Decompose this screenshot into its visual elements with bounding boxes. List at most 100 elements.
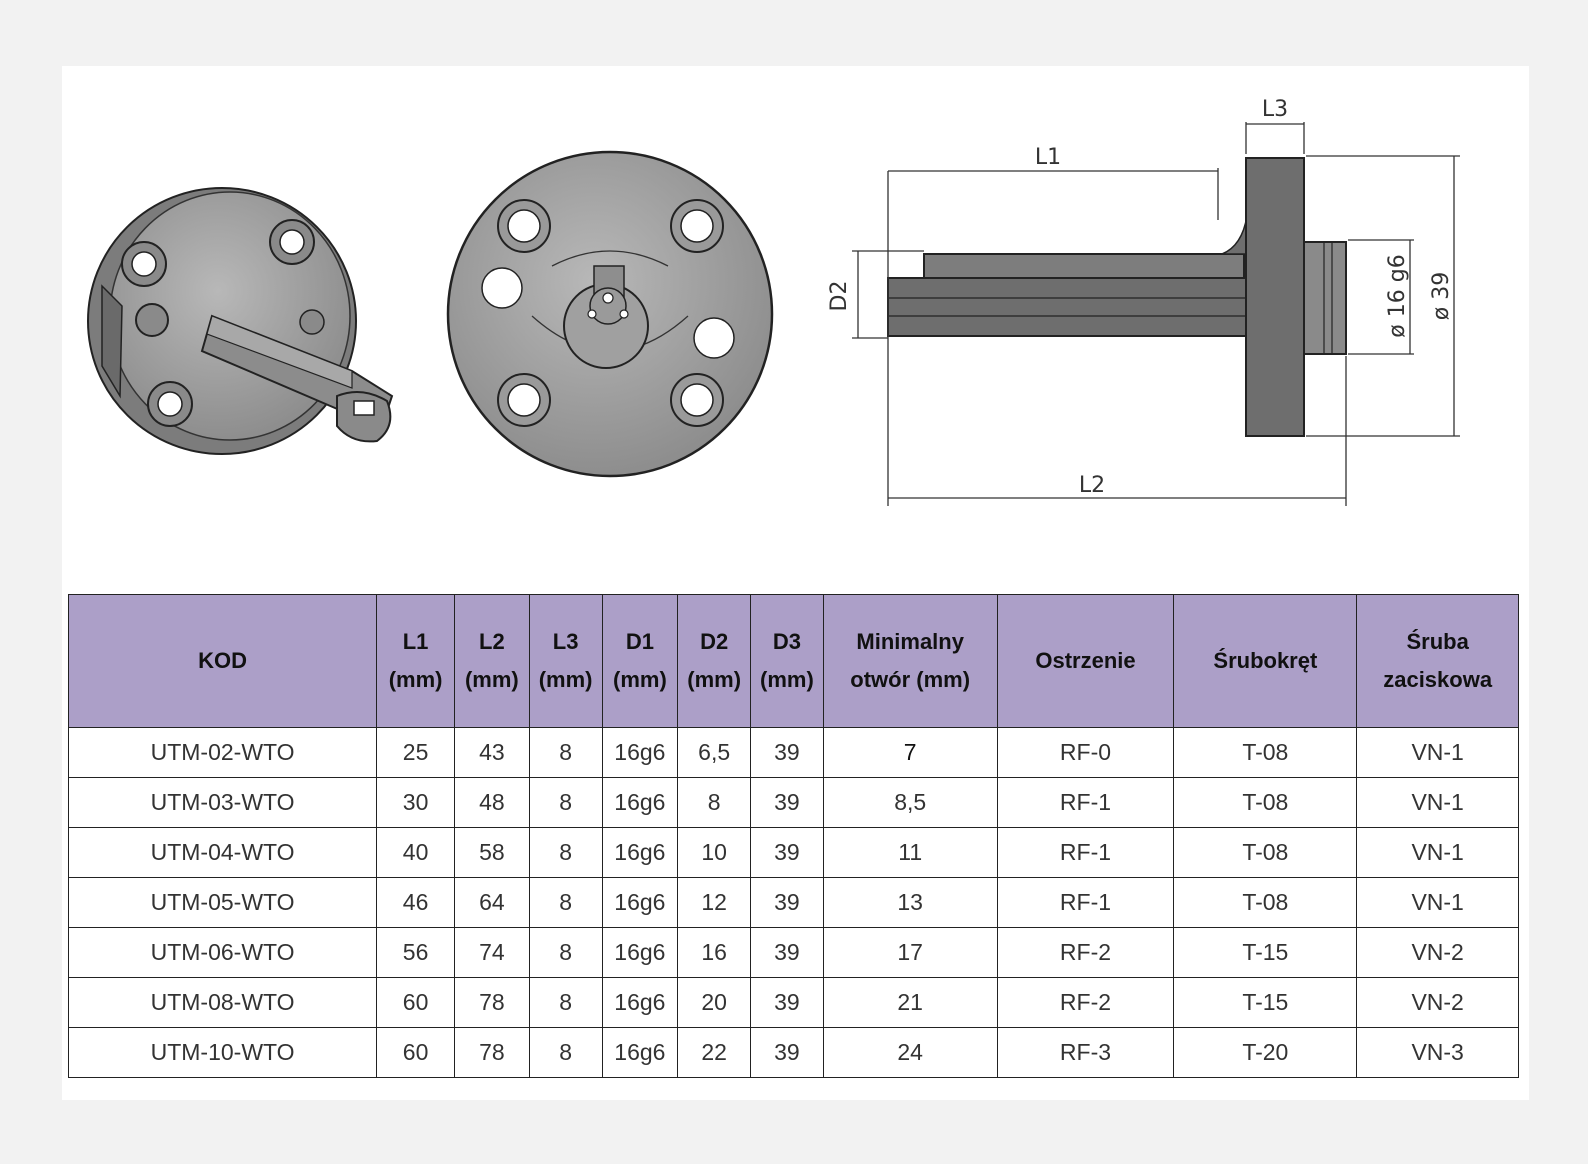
cell-l2: 64: [453, 877, 530, 928]
cell-d3: 39: [750, 727, 824, 778]
cell-d2: 22: [677, 1027, 752, 1078]
cell-ostrzenie: RF-1: [996, 877, 1175, 928]
cell-l1: 25: [376, 727, 455, 778]
front-view: [446, 150, 774, 478]
cell-l3: 8: [528, 827, 603, 878]
isometric-view: [87, 187, 394, 455]
column-header-line: (mm): [388, 667, 443, 692]
column-header-line: D2: [700, 629, 729, 654]
side-view: L1 L2 L3 D2 ø 16 g6 ø 39: [827, 97, 1460, 506]
cell-l2: 43: [453, 727, 530, 778]
cell-l1: 40: [376, 827, 455, 878]
cell-srubokret: T-15: [1173, 927, 1358, 978]
dim-d3-label: ø 39: [1429, 272, 1454, 320]
cell-kod: UTM-05-WTO: [67, 877, 378, 928]
column-header-line: (mm): [687, 667, 742, 692]
cell-l2: 74: [453, 927, 530, 978]
column-header-line: L3: [552, 629, 579, 654]
cell-d2: 6,5: [677, 727, 752, 778]
cell-ostrzenie: RF-2: [996, 977, 1175, 1028]
column-header-line: (mm): [760, 667, 814, 692]
cell-sruba: VN-3: [1356, 1027, 1519, 1078]
dim-l2-label: L2: [1079, 473, 1105, 498]
cell-l3: 8: [528, 777, 603, 828]
cell-l1: 30: [376, 777, 455, 828]
cell-min: 24: [822, 1027, 998, 1078]
column-header-l3: L3 (mm): [528, 594, 603, 728]
cell-min: 13: [822, 877, 998, 928]
cell-kod: UTM-03-WTO: [67, 777, 378, 828]
column-header-l2: L2(mm): [453, 594, 530, 728]
cell-l3: 8: [528, 927, 603, 978]
cell-d1: 16g6: [601, 1027, 679, 1078]
column-header-d3: D3 (mm): [750, 594, 824, 728]
column-header-line: zaciskowa: [1383, 667, 1493, 692]
cell-ostrzenie: RF-1: [996, 827, 1175, 878]
cell-srubokret: T-08: [1173, 827, 1358, 878]
cell-d1: 16g6: [601, 877, 679, 928]
cell-srubokret: T-08: [1173, 727, 1358, 778]
column-header-line: KOD: [198, 648, 248, 673]
column-header-line: D1: [625, 629, 654, 654]
cell-d1: 16g6: [601, 727, 679, 778]
column-header-d2: D2 (mm): [677, 594, 752, 728]
cell-d2: 16: [677, 927, 752, 978]
cell-l3: 8: [528, 877, 603, 928]
column-header-line: D3: [772, 629, 801, 654]
cell-ostrzenie: RF-3: [996, 1027, 1175, 1078]
column-header-line: L2: [479, 629, 505, 654]
cell-l3: 8: [528, 1027, 603, 1078]
cell-srubokret: T-08: [1173, 877, 1358, 928]
cell-sruba: VN-1: [1356, 777, 1519, 828]
cell-l2: 78: [453, 977, 530, 1028]
cell-d2: 12: [677, 877, 752, 928]
column-header-line: Śrubokręt: [1213, 648, 1318, 673]
cell-d1: 16g6: [601, 927, 679, 978]
column-header-line: (mm): [613, 667, 667, 692]
cell-sruba: VN-1: [1356, 877, 1519, 928]
cell-kod: UTM-02-WTO: [67, 727, 378, 778]
cell-d3: 39: [750, 1027, 824, 1078]
cell-d1: 16g6: [601, 977, 679, 1028]
dim-l1-label: L1: [1035, 145, 1061, 170]
dim-d1-label: ø 16 g6: [1385, 254, 1410, 337]
cell-d3: 39: [750, 927, 824, 978]
cell-kod: UTM-10-WTO: [67, 1027, 378, 1078]
cell-ostrzenie: RF-1: [996, 777, 1175, 828]
column-header-l1: L1 (mm): [376, 594, 455, 728]
cell-srubokret: T-08: [1173, 777, 1358, 828]
cell-d3: 39: [750, 827, 824, 878]
cell-ostrzenie: RF-2: [996, 927, 1175, 978]
technical-drawing: L1 L2 L3 D2 ø 16 g6 ø 39: [87, 97, 1460, 506]
column-header-d1: D1 (mm): [601, 594, 679, 728]
cell-ostrzenie: RF-0: [996, 727, 1175, 778]
cell-l3: 8: [528, 727, 603, 778]
cell-min: 8,5: [822, 777, 998, 828]
cell-l2: 58: [453, 827, 530, 878]
column-header-line: (mm): [538, 667, 593, 692]
cell-d2: 20: [677, 977, 752, 1028]
column-header-line: otwór (mm): [850, 667, 971, 692]
dim-d2-label: D2: [827, 281, 852, 312]
cell-l2: 48: [453, 777, 530, 828]
column-header-line: L1: [402, 629, 429, 654]
cell-srubokret: T-20: [1173, 1027, 1358, 1078]
cell-sruba: VN-2: [1356, 977, 1519, 1028]
column-header-line: Ostrzenie: [1035, 648, 1136, 673]
cell-sruba: VN-1: [1356, 827, 1519, 878]
column-header-ostrzenie: Ostrzenie: [996, 594, 1175, 728]
cell-min: 7: [822, 727, 998, 778]
cell-min: 11: [822, 827, 998, 878]
cell-sruba: VN-1: [1356, 727, 1519, 778]
cell-l1: 46: [376, 877, 455, 928]
cell-d3: 39: [750, 977, 824, 1028]
cell-l1: 60: [376, 977, 455, 1028]
cell-d3: 39: [750, 877, 824, 928]
